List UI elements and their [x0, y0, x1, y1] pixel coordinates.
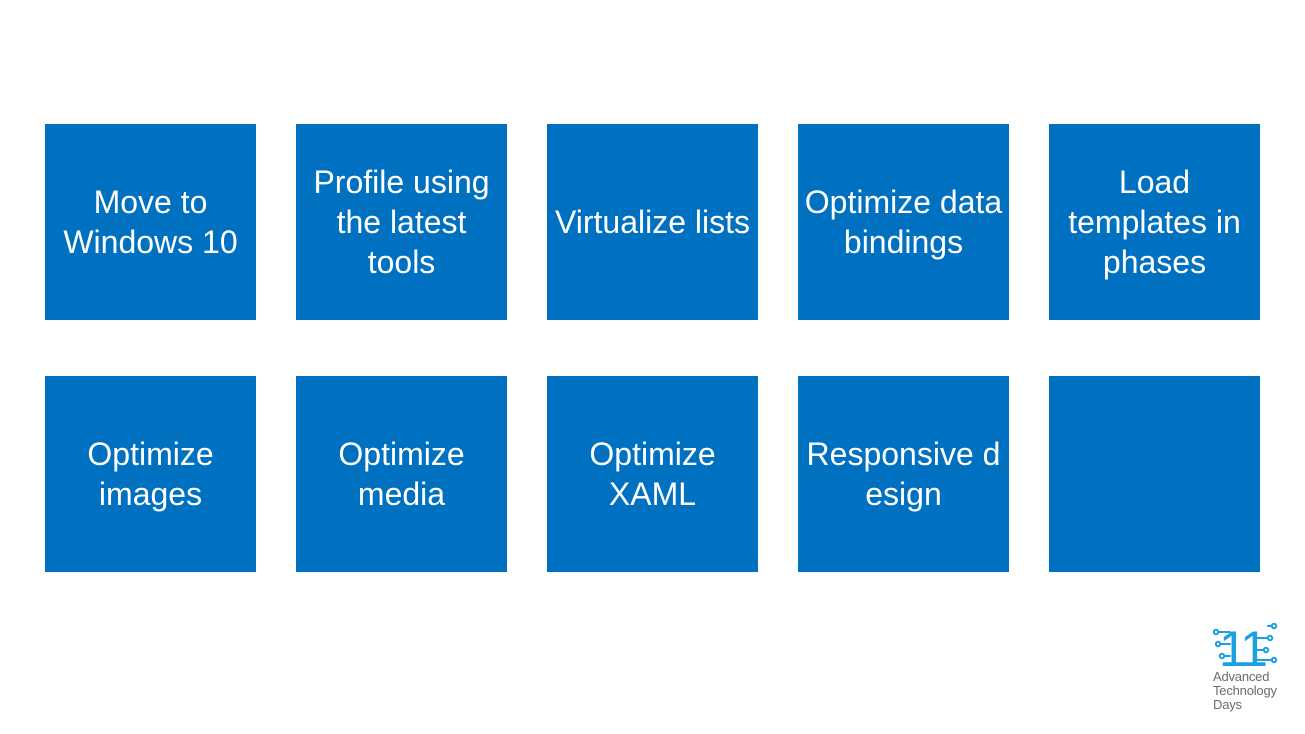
tile-optimize-images: Optimize images	[45, 376, 256, 572]
tile-label: Responsive design	[806, 436, 1001, 512]
logo-line-2: Technology	[1213, 683, 1277, 698]
circuit-11-icon: 11	[1212, 621, 1278, 677]
tile-responsive-design: Responsive design	[798, 376, 1009, 572]
tile-label: Optimize data bindings	[804, 184, 1003, 260]
logo-line-3: Days	[1213, 697, 1242, 712]
tile-label: Move to Windows 10	[63, 184, 238, 260]
tile-optimize-xaml: Optimize XAML	[547, 376, 758, 572]
tile-label: Optimize images	[87, 436, 214, 512]
tile-label: Load templates in phases	[1068, 164, 1241, 280]
tile-virtualize-lists: Virtualize lists	[547, 124, 758, 320]
tile-label: Profile using the latest tools	[313, 164, 490, 280]
tile-profile-using-latest-tools: Profile using the latest tools	[296, 124, 507, 320]
tile-label: Optimize media	[338, 436, 465, 512]
logo-number: 11	[1219, 621, 1266, 670]
tile-label: Virtualize lists	[554, 204, 751, 240]
logo-caption: Advanced Technology Days	[1213, 670, 1277, 712]
tile-label: Optimize XAML	[589, 436, 716, 512]
tile-optimize-data-bindings: Optimize data bindings	[798, 124, 1009, 320]
tile-empty	[1049, 376, 1260, 572]
tile-optimize-media: Optimize media	[296, 376, 507, 572]
tile-load-templates-in-phases: Load templates in phases	[1049, 124, 1260, 320]
atd-logo: 11 Advanced Technology Days	[1208, 618, 1288, 722]
logo-line-1: Advanced	[1213, 669, 1270, 684]
tile-move-to-windows-10: Move to Windows 10	[45, 124, 256, 320]
